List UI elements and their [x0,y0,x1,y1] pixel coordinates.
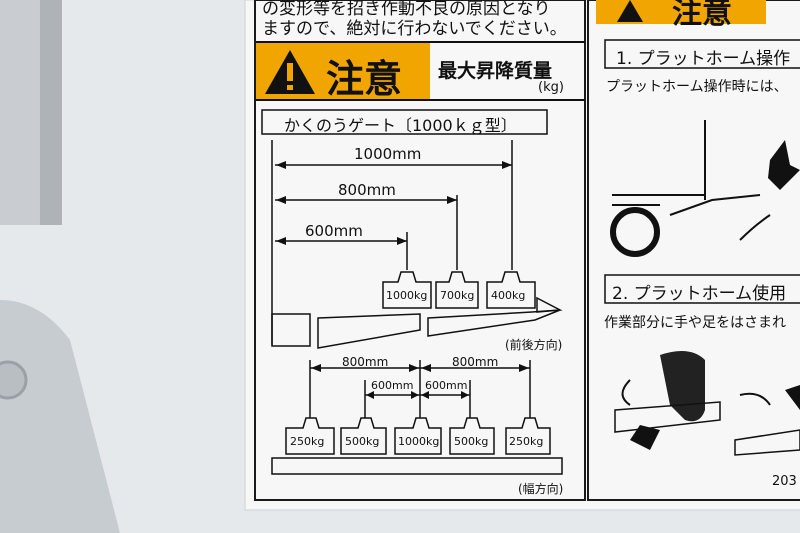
gate-label-box [261,109,548,135]
width-weight-500kg-right: 500kg [454,435,489,448]
right-caution-word: 注意 [672,0,732,31]
weight-400kg: 400kg [491,289,526,302]
width-dim-800-right: 800mm [452,355,499,369]
top-warning-line2: ますので、絶対に行わないでください。 [262,19,567,39]
dim-800mm: 800mm [338,181,396,199]
warning-triangle-icon-right [617,0,643,22]
step1-text: プラットホーム操作時には、 [606,79,788,95]
front-back-direction: (前後方向) [505,338,563,352]
hand-illustration [614,351,800,456]
bolt [0,360,28,400]
width-weights [285,417,551,455]
hinge-bracket [0,300,120,533]
weight-700kg: 700kg [440,289,475,302]
max-lift-mass-title: 最大昇降質量 [438,60,553,82]
right-panel-border [587,0,800,501]
step2-text: 作業部分に手や足をはさまれ [604,315,786,331]
width-weight-250kg-left: 250kg [290,435,325,448]
width-weight-500kg-left: 500kg [345,435,380,448]
dim-1000mm: 1000mm [354,145,422,163]
step1-title: 1. プラットホーム操作 [616,49,791,69]
top-warning-line1: の変形等を招き作動不良の原因となり [262,0,551,19]
step2-box [604,274,800,304]
width-direction: (幅方向) [518,482,564,496]
impact-burst-icon [768,140,800,190]
step2-title: 2. プラットホーム使用 [612,284,787,304]
weight-1000kg: 1000kg [386,289,428,302]
width-dim-600-left: 600mm [371,379,414,392]
gate-width-bar [271,457,563,475]
width-weight-250kg-right: 250kg [509,435,544,448]
width-weight-1000kg: 1000kg [398,435,440,448]
left-panel-border [254,0,586,501]
width-dim-600-right: 600mm [425,379,468,392]
front-back-weights [382,271,536,309]
gate-side-view [271,296,563,349]
front-back-diagram [271,140,513,345]
dim-600mm: 600mm [305,222,363,240]
step1-box [604,39,800,69]
width-dim-800-left: 800mm [342,355,389,369]
caution-word: 注意 [326,57,403,101]
metal-rail-edge [40,0,62,225]
gate-type-label: かくのうゲート〔1000ｋｇ型〕 [284,116,517,135]
unit-label: (kg) [538,80,564,95]
label-code: 203 [772,474,797,489]
truck-illustration [610,120,771,257]
